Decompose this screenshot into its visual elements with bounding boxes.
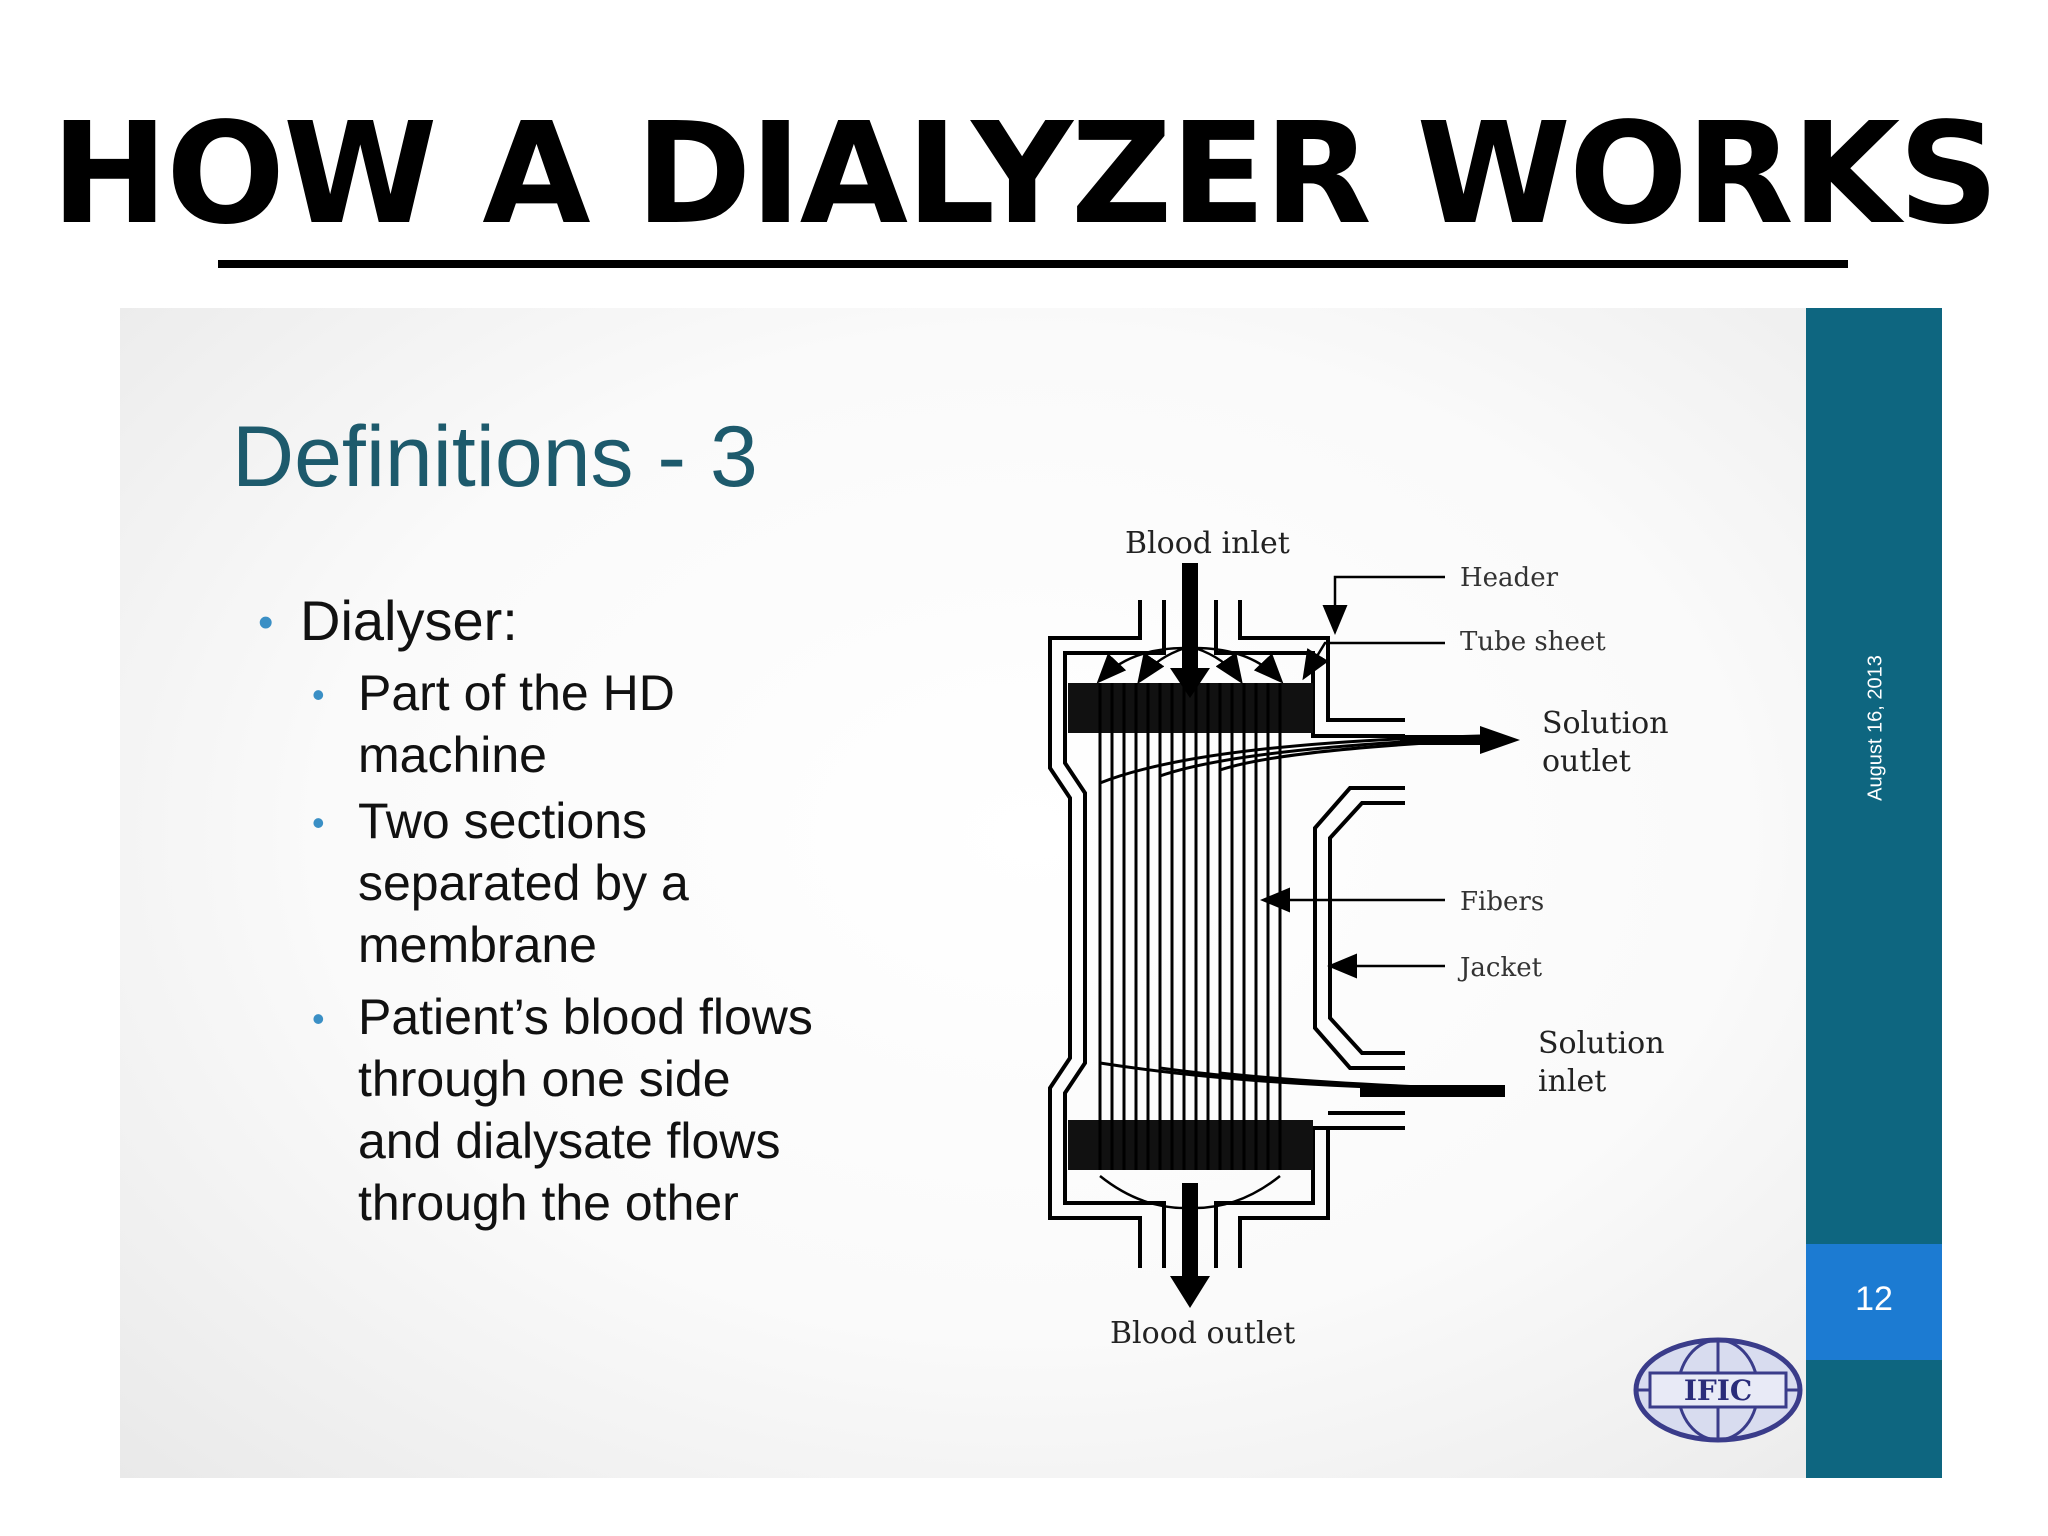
tube-sheet-bottom [1068, 1120, 1313, 1170]
sub-bullet-dot: • [312, 998, 325, 1039]
page-title: HOW A DIALYZER WORKS [50, 93, 1999, 256]
blood-outlet-arrow [1170, 1276, 1210, 1308]
label-header: Header [1460, 563, 1559, 593]
solution-outlet-arrow [1480, 726, 1520, 754]
blood-inlet-arrow [1170, 668, 1210, 698]
sub-bullet-line: Patient’s blood flows [358, 989, 813, 1045]
sub-bullet-dot: • [312, 674, 325, 715]
slide-image: Definitions - 3 • Dialyser: • Part of th… [120, 308, 1942, 1478]
dialyzer-housing [1048, 600, 1405, 1268]
sub-bullet-line: through the other [358, 1175, 739, 1231]
sub-bullet-line: and dialysate flows [358, 1113, 781, 1169]
ific-logo: IFIC [1633, 1337, 1803, 1443]
label-solution-outlet: outlet [1542, 744, 1631, 779]
logo-text: IFIC [1684, 1374, 1752, 1407]
page-number-box [1806, 1244, 1942, 1360]
label-fibers: Fibers [1460, 887, 1544, 917]
sub-bullet-line: Part of the HD [358, 665, 675, 721]
label-blood-inlet: Blood inlet [1125, 526, 1290, 561]
sub-bullet-dot: • [312, 802, 325, 843]
sub-bullet-line: Two sections [358, 793, 648, 849]
fibers [1098, 683, 1282, 1170]
page-number: 12 [1855, 1280, 1893, 1318]
label-solution-inlet: Solution [1538, 1026, 1665, 1061]
sidebar-date: August 16, 2013 [1864, 655, 1887, 801]
dialyzer-diagram: Blood inlet Header Tube sheet Solution o… [1048, 526, 1669, 1351]
bullet-dialyser: Dialyser: [300, 589, 518, 652]
title-underline [218, 260, 1848, 268]
label-blood-outlet: Blood outlet [1110, 1316, 1295, 1351]
sub-bullet-line: through one side [358, 1051, 731, 1107]
label-tube-sheet: Tube sheet [1460, 627, 1606, 657]
label-solution-inlet: inlet [1538, 1064, 1606, 1099]
slide-heading: Definitions - 3 [232, 409, 758, 505]
sub-bullet-line: machine [358, 727, 547, 783]
label-jacket: Jacket [1457, 953, 1543, 983]
label-solution-outlet: Solution [1542, 706, 1669, 741]
bullet-dot: • [258, 598, 274, 647]
sub-bullet-line: separated by a [358, 855, 689, 911]
sub-bullet-line: membrane [358, 917, 597, 973]
